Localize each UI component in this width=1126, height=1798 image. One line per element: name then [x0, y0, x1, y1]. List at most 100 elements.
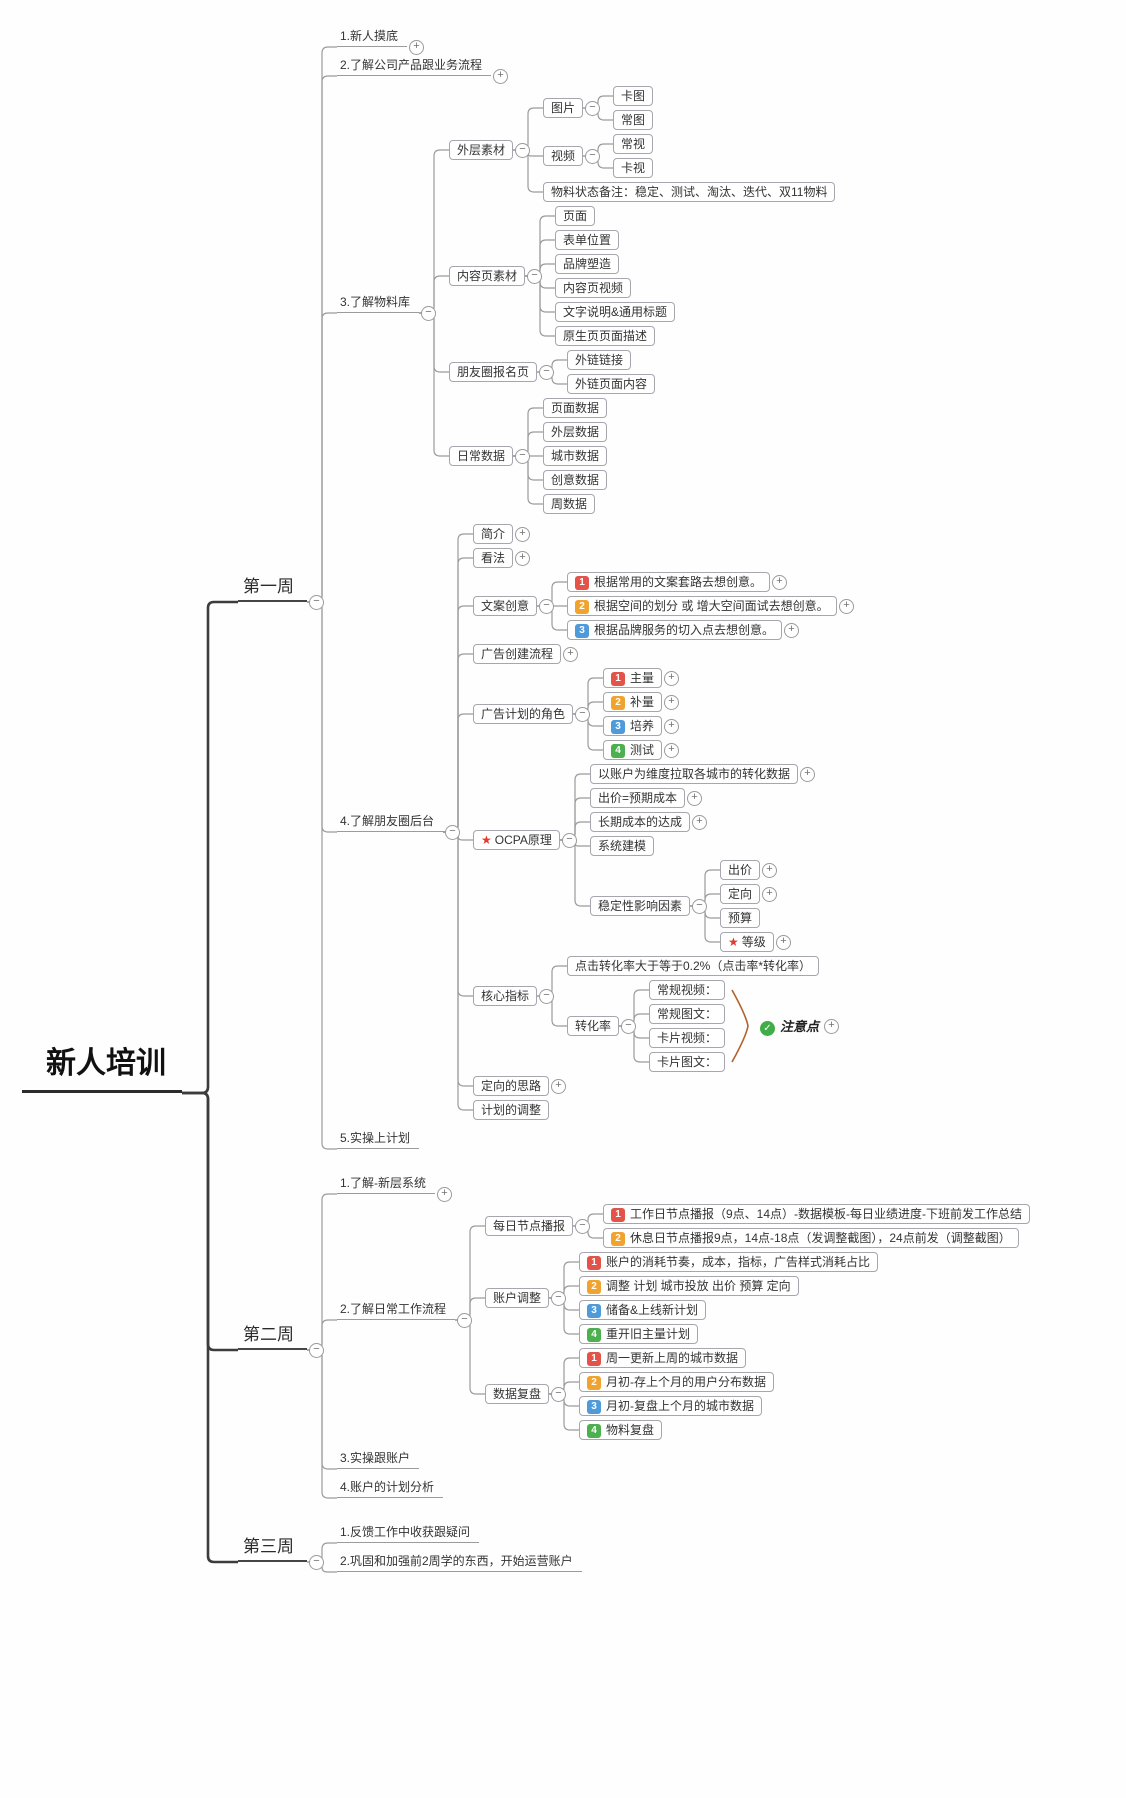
expand-icon[interactable]: +: [664, 695, 679, 710]
mindmap-node[interactable]: 3.了解物料库: [337, 294, 420, 313]
mindmap-node[interactable]: 数据复盘: [485, 1384, 550, 1404]
collapse-icon[interactable]: −: [575, 707, 590, 722]
expand-icon[interactable]: +: [563, 647, 578, 662]
mindmap-node[interactable]: 常视: [613, 134, 654, 154]
collapse-icon[interactable]: −: [421, 306, 436, 321]
mindmap-node[interactable]: 内容页素材: [449, 266, 526, 286]
mindmap-node[interactable]: 文字说明&通用标题: [555, 302, 676, 322]
collapse-icon[interactable]: −: [445, 825, 460, 840]
collapse-icon[interactable]: −: [621, 1019, 636, 1034]
collapse-icon[interactable]: −: [539, 365, 554, 380]
mindmap-node[interactable]: ★OCPA原理: [473, 830, 560, 850]
mindmap-node[interactable]: 物料状态备注：稳定、测试、淘汰、迭代、双11物料: [543, 182, 836, 202]
root-topic[interactable]: 新人培训: [22, 1044, 182, 1093]
mindmap-node[interactable]: 外链链接: [567, 350, 632, 370]
mindmap-node[interactable]: 广告创建流程: [473, 644, 562, 664]
collapse-icon[interactable]: −: [585, 101, 600, 116]
mindmap-node[interactable]: 城市数据: [543, 446, 608, 466]
mindmap-node[interactable]: 页面数据: [543, 398, 608, 418]
collapse-icon[interactable]: −: [309, 1555, 324, 1570]
mindmap-node[interactable]: 预算: [720, 908, 761, 928]
collapse-icon[interactable]: −: [457, 1313, 472, 1328]
expand-icon[interactable]: +: [762, 863, 777, 878]
mindmap-node[interactable]: 出价=预期成本: [590, 788, 686, 808]
mindmap-node[interactable]: 图片: [543, 98, 584, 118]
expand-icon[interactable]: +: [493, 69, 508, 84]
expand-icon[interactable]: +: [762, 887, 777, 902]
mindmap-node[interactable]: 内容页视频: [555, 278, 632, 298]
mindmap-node[interactable]: 看法: [473, 548, 514, 568]
mindmap-node[interactable]: 品牌塑造: [555, 254, 620, 274]
collapse-icon[interactable]: −: [309, 595, 324, 610]
collapse-icon[interactable]: −: [515, 143, 530, 158]
mindmap-node[interactable]: 创意数据: [543, 470, 608, 490]
mindmap-node[interactable]: 系统建模: [590, 836, 655, 856]
mindmap-node[interactable]: 常规图文：: [649, 1004, 726, 1024]
mindmap-node[interactable]: 日常数据: [449, 446, 514, 466]
mindmap-node[interactable]: 文案创意: [473, 596, 538, 616]
callout-topic[interactable]: ✓注意点: [758, 1015, 821, 1037]
mindmap-node[interactable]: 外层数据: [543, 422, 608, 442]
mindmap-node[interactable]: 4.账户的计划分析: [337, 1479, 444, 1498]
mindmap-node[interactable]: 原生页页面描述: [555, 326, 656, 346]
mindmap-node[interactable]: 5.实操上计划: [337, 1130, 420, 1149]
mindmap-node[interactable]: 定向: [720, 884, 761, 904]
week-topic[interactable]: 第一周: [238, 575, 307, 602]
collapse-icon[interactable]: −: [551, 1387, 566, 1402]
mindmap-node[interactable]: 每日节点播报: [485, 1216, 574, 1236]
collapse-icon[interactable]: −: [539, 599, 554, 614]
week-topic[interactable]: 第二周: [238, 1323, 307, 1350]
mindmap-node[interactable]: 核心指标: [473, 986, 538, 1006]
expand-icon[interactable]: +: [515, 527, 530, 542]
mindmap-node[interactable]: 卡片视频：: [649, 1028, 726, 1048]
expand-icon[interactable]: +: [664, 671, 679, 686]
expand-icon[interactable]: +: [772, 575, 787, 590]
mindmap-node[interactable]: 稳定性影响因素: [590, 896, 691, 916]
expand-icon[interactable]: +: [839, 599, 854, 614]
mindmap-node[interactable]: 常图: [613, 110, 654, 130]
expand-icon[interactable]: +: [776, 935, 791, 950]
mindmap-node[interactable]: 表单位置: [555, 230, 620, 250]
mindmap-node[interactable]: ★等级: [720, 932, 774, 952]
collapse-icon[interactable]: −: [585, 149, 600, 164]
mindmap-node[interactable]: 账户调整: [485, 1288, 550, 1308]
mindmap-node[interactable]: 朋友圈报名页: [449, 362, 538, 382]
mindmap-node[interactable]: 广告计划的角色: [473, 704, 574, 724]
mindmap-node[interactable]: 定向的思路: [473, 1076, 550, 1096]
week-topic[interactable]: 第三周: [238, 1535, 307, 1562]
mindmap-node[interactable]: 页面: [555, 206, 596, 226]
mindmap-node[interactable]: 1.新人摸底: [337, 28, 408, 47]
mindmap-node[interactable]: 卡片图文：: [649, 1052, 726, 1072]
mindmap-node[interactable]: 长期成本的达成: [590, 812, 691, 832]
mindmap-node[interactable]: 常规视频：: [649, 980, 726, 1000]
mindmap-node[interactable]: 计划的调整: [473, 1100, 550, 1120]
expand-icon[interactable]: +: [800, 767, 815, 782]
expand-icon[interactable]: +: [687, 791, 702, 806]
collapse-icon[interactable]: −: [692, 899, 707, 914]
collapse-icon[interactable]: −: [562, 833, 577, 848]
expand-icon[interactable]: +: [664, 719, 679, 734]
mindmap-node[interactable]: 视频: [543, 146, 584, 166]
collapse-icon[interactable]: −: [539, 989, 554, 1004]
mindmap-node[interactable]: 4.了解朋友圈后台: [337, 813, 444, 832]
collapse-icon[interactable]: −: [527, 269, 542, 284]
mindmap-node[interactable]: 简介: [473, 524, 514, 544]
collapse-icon[interactable]: −: [515, 449, 530, 464]
mindmap-node[interactable]: 3.实操跟账户: [337, 1450, 420, 1469]
mindmap-node[interactable]: 转化率: [567, 1016, 620, 1036]
mindmap-node[interactable]: 卡视: [613, 158, 654, 178]
